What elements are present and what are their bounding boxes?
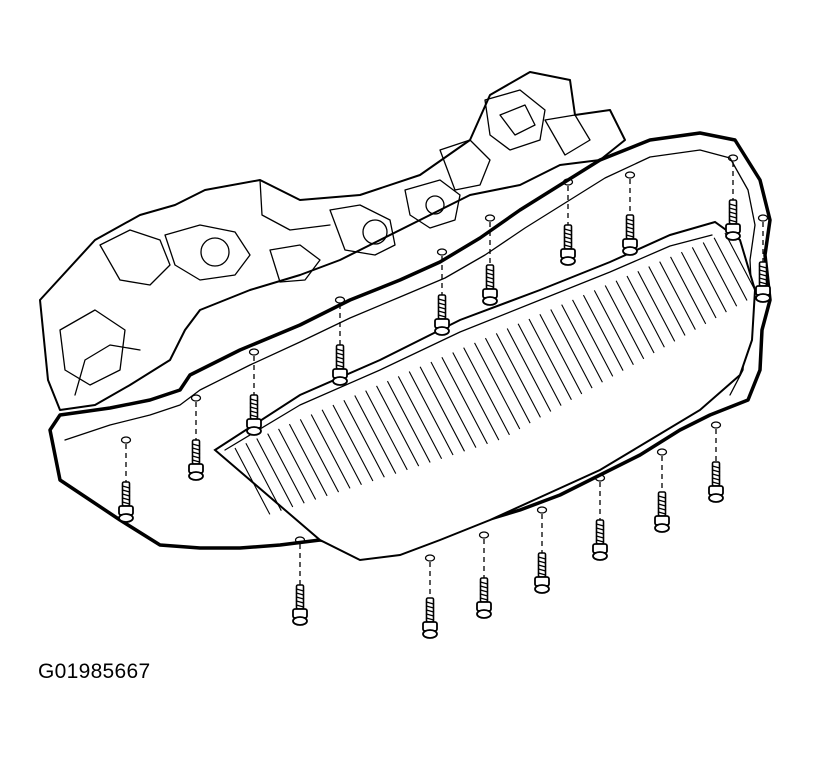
bolt-icon — [534, 552, 550, 594]
bolt-hole — [562, 178, 574, 186]
bolt-hole — [757, 214, 769, 222]
pan-hatch-line — [365, 390, 408, 471]
bolt-icon — [476, 577, 492, 619]
bolt-hole — [624, 171, 636, 179]
pan-hatch-line — [299, 419, 340, 493]
bolt-icon — [560, 224, 576, 266]
pan-hatch-line — [724, 232, 758, 295]
bolt-hole — [120, 436, 132, 444]
bolt-hole — [190, 394, 202, 402]
pan-hatch-line — [539, 313, 583, 395]
bolt-icon — [622, 214, 638, 256]
pan-hatch-line — [321, 409, 362, 485]
pan-hatch-line — [713, 237, 748, 301]
pan-hatch-line — [637, 270, 676, 342]
bolt-hole — [294, 536, 306, 544]
pan-hatch-line — [604, 285, 645, 360]
bolt-icon — [755, 261, 771, 303]
pan-hatch-line — [648, 266, 686, 336]
bolt-icon — [292, 584, 308, 626]
pan-hatch-line — [419, 366, 465, 452]
pan-hatch-line — [582, 294, 624, 371]
bolt-icon — [708, 461, 724, 503]
pan-hatch-line — [267, 433, 305, 504]
bolt-holes — [120, 154, 769, 562]
pan-hatch-line — [626, 275, 665, 348]
pan-hatch-line — [615, 280, 655, 354]
bolt-hole — [248, 348, 260, 356]
pan-hatch-line — [680, 251, 717, 319]
pan-hatch-line — [245, 442, 282, 511]
pan-hatch-line — [561, 304, 603, 383]
bolt-hole — [536, 506, 548, 514]
pan-hatch-line — [474, 342, 521, 430]
bolt-icon — [188, 439, 204, 481]
bolt-hole — [594, 474, 606, 482]
bolt-hole — [436, 248, 448, 256]
pan-hatch-line — [506, 328, 552, 412]
pan-hatch-line — [386, 380, 431, 463]
bolt-icon — [654, 491, 670, 533]
pan-hatch-line — [517, 323, 562, 406]
pan-hatch-line — [452, 352, 500, 441]
pan-hatch-line — [495, 333, 541, 418]
pan-hatch-line — [234, 447, 271, 515]
bolt-icon — [592, 519, 608, 561]
bolt-icon — [422, 597, 438, 639]
pan-hatch-line — [550, 309, 593, 389]
pan-hatch-line — [691, 247, 727, 313]
pan-hatch-line — [310, 414, 351, 489]
pan-hatch-line — [408, 371, 454, 456]
pan-hatch-line — [572, 299, 614, 377]
bolt-hole — [478, 531, 490, 539]
pan-hatch-line — [354, 395, 397, 474]
bolt-icon — [434, 294, 450, 336]
pan-hatch-line — [463, 347, 510, 436]
figure-id-label: G01985667 — [38, 660, 151, 683]
bolt-icon — [246, 394, 262, 436]
bolt-hole — [727, 154, 739, 162]
pan-hatch-line — [484, 337, 531, 424]
bolt-hole — [710, 421, 722, 429]
pan-hatch-line — [343, 399, 385, 478]
bolt-hole — [484, 214, 496, 222]
pan-hatch-line — [376, 385, 420, 467]
pan-hatch-line — [288, 423, 328, 497]
pan-hatch-line — [441, 356, 488, 445]
pan-hatch-line — [430, 361, 477, 448]
pan-hatch-line — [593, 290, 634, 365]
oil-pan-icon — [213, 220, 758, 562]
pan-hatch-line — [278, 428, 317, 500]
bolt-hole — [656, 448, 668, 456]
pan-hatch-line — [659, 261, 696, 330]
pan-hatch-line — [702, 242, 738, 307]
bolt-icon — [482, 264, 498, 306]
bolt-icon — [118, 481, 134, 523]
bolt-hole — [334, 296, 346, 304]
bolt-set — [118, 162, 771, 639]
pan-hatch-line — [528, 318, 572, 401]
pan-hatch-line — [397, 376, 443, 459]
pan-hatch-line — [332, 404, 374, 482]
pan-hatching — [234, 232, 758, 515]
pan-hatch-line — [256, 438, 294, 508]
bolt-icon — [332, 344, 348, 386]
bolt-hole — [424, 554, 436, 562]
bolt-icon — [725, 199, 741, 241]
pan-hatch-line — [670, 256, 707, 325]
